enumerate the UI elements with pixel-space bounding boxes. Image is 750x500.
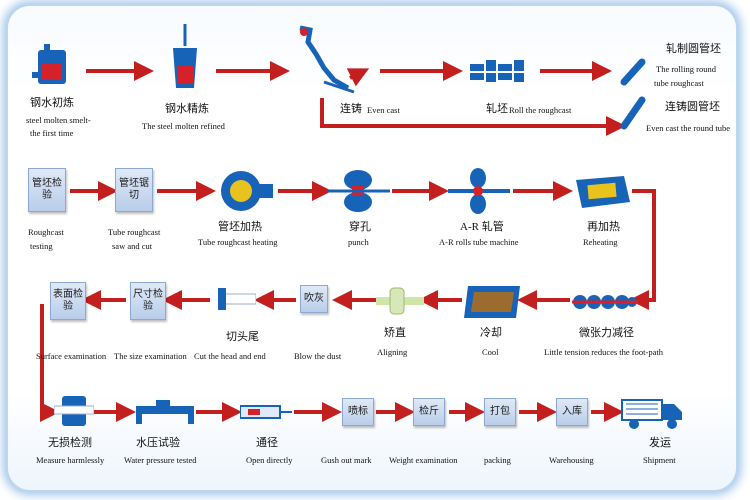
- reheat-furnace-icon: [576, 176, 630, 208]
- refine-cn: 钢水精炼: [165, 103, 209, 115]
- cutter-icon: [218, 288, 256, 310]
- roughcast-testing-en-2: testing: [30, 241, 53, 251]
- nondestructive-en: Measure harmlessly: [36, 455, 105, 465]
- cast-round-tube-icon: [620, 96, 646, 130]
- tension-reduce-cn: 微张力减径: [579, 327, 634, 339]
- caster-icon: [299, 25, 355, 94]
- smelt-en-2: the first time: [30, 128, 74, 138]
- size-exam-box: 尺寸检验: [130, 282, 166, 320]
- even-cast-round-en: Even cast the round tube: [646, 123, 731, 133]
- weight-exam-box: 检斤: [413, 398, 445, 426]
- shipment-en: Shipment: [643, 455, 676, 465]
- reheating-cn: 再加热: [587, 221, 620, 233]
- punch-cn: 穿孔: [349, 221, 371, 233]
- refine-en: The steel molten refined: [142, 121, 225, 131]
- ar-mill-icon: [448, 168, 510, 214]
- cut-head-cn: 切头尾: [226, 331, 259, 343]
- surface-exam-en: Surface examination: [36, 351, 107, 361]
- cool-cn: 冷却: [480, 327, 502, 339]
- piercer-icon: [328, 170, 390, 212]
- arrow-r1-branch: [320, 98, 626, 136]
- rolling-round-en-1: The rolling round: [656, 64, 716, 74]
- aligning-cn: 矫直: [384, 327, 406, 339]
- roll-mill-icon: [470, 60, 526, 82]
- nondestructive-cn: 无损检测: [48, 437, 92, 449]
- smelt-cn: 钢水初炼: [30, 97, 74, 109]
- saw-cut-en-1: Tube roughcast: [108, 227, 161, 237]
- heating-cn: 管坯加热: [218, 221, 262, 233]
- saw-cut-box: 管坯锯切: [115, 168, 153, 212]
- drift-gauge-icon: [240, 405, 292, 419]
- packing-box: 打包: [484, 398, 516, 426]
- even-cast-en: Even cast: [367, 105, 400, 115]
- arrow-r1-3: [346, 68, 370, 87]
- warehousing-en: Warehousing: [549, 455, 594, 465]
- cut-head-en: Cut the head and end: [194, 351, 266, 361]
- ar-rolls-cn: A-R 轧管: [460, 221, 504, 233]
- size-exam-en: The size examination: [114, 351, 187, 361]
- cooling-bed-icon: [464, 286, 520, 318]
- even-cast-cn: 连铸: [340, 103, 362, 115]
- ladle-icon: [173, 24, 197, 88]
- heating-en: Tube roughcast heating: [198, 237, 278, 247]
- ar-rolls-en: A-R rolls tube machine: [439, 237, 519, 247]
- arrow-r2-down: [629, 189, 656, 310]
- roughcast-testing-en-1: Roughcast: [28, 227, 64, 237]
- aligning-en: Aligning: [377, 347, 408, 357]
- rolling-round-cn: 轧制圆管坯: [666, 43, 721, 55]
- open-directly-en: Open directly: [246, 455, 293, 465]
- blow-dust-en: Blow the dust: [294, 351, 342, 361]
- straightener-icon: [376, 287, 424, 315]
- packing-en: packing: [484, 455, 511, 465]
- truck-icon: [621, 399, 682, 429]
- ndt-device-icon: [54, 396, 94, 426]
- gush-mark-en: Gush out mark: [321, 455, 372, 465]
- shipment-cn: 发运: [649, 437, 671, 449]
- tension-reduce-en: Little tension reduces the foot-path: [544, 347, 663, 357]
- arrow-r3-down: [40, 304, 60, 422]
- saw-cut-en-2: saw and cut: [112, 241, 153, 251]
- cool-en: Cool: [482, 347, 499, 357]
- smelt-en-1: steel molten smelt-: [26, 115, 91, 125]
- water-pressure-en: Water pressure tested: [124, 455, 197, 465]
- roughcast-testing-box: 管坯检验: [28, 168, 66, 212]
- reducing-mill-icon: [572, 295, 638, 309]
- gush-mark-box: 喷标: [342, 398, 374, 426]
- warehousing-box: 入库: [556, 398, 588, 426]
- reheating-en: Reheating: [583, 237, 618, 247]
- rolling-round-en-2: tube roughcast: [654, 78, 704, 88]
- open-directly-cn: 通径: [256, 437, 278, 449]
- blow-dust-box: 吹灰: [300, 285, 328, 313]
- weight-exam-en: Weight examination: [389, 455, 458, 465]
- punch-en: punch: [348, 237, 369, 247]
- even-cast-round-cn: 连铸圆管坯: [665, 101, 720, 113]
- heating-furnace-icon: [221, 171, 273, 211]
- water-pressure-cn: 水压试验: [136, 437, 180, 449]
- roll-roughcast-en: Roll the roughcast: [509, 105, 572, 115]
- pressure-tester-icon: [136, 400, 194, 424]
- surface-exam-box: 表面检验: [50, 282, 86, 320]
- round-tube-icon: [620, 58, 646, 86]
- roll-roughcast-cn: 轧坯: [486, 103, 508, 115]
- furnace-icon: [32, 44, 66, 84]
